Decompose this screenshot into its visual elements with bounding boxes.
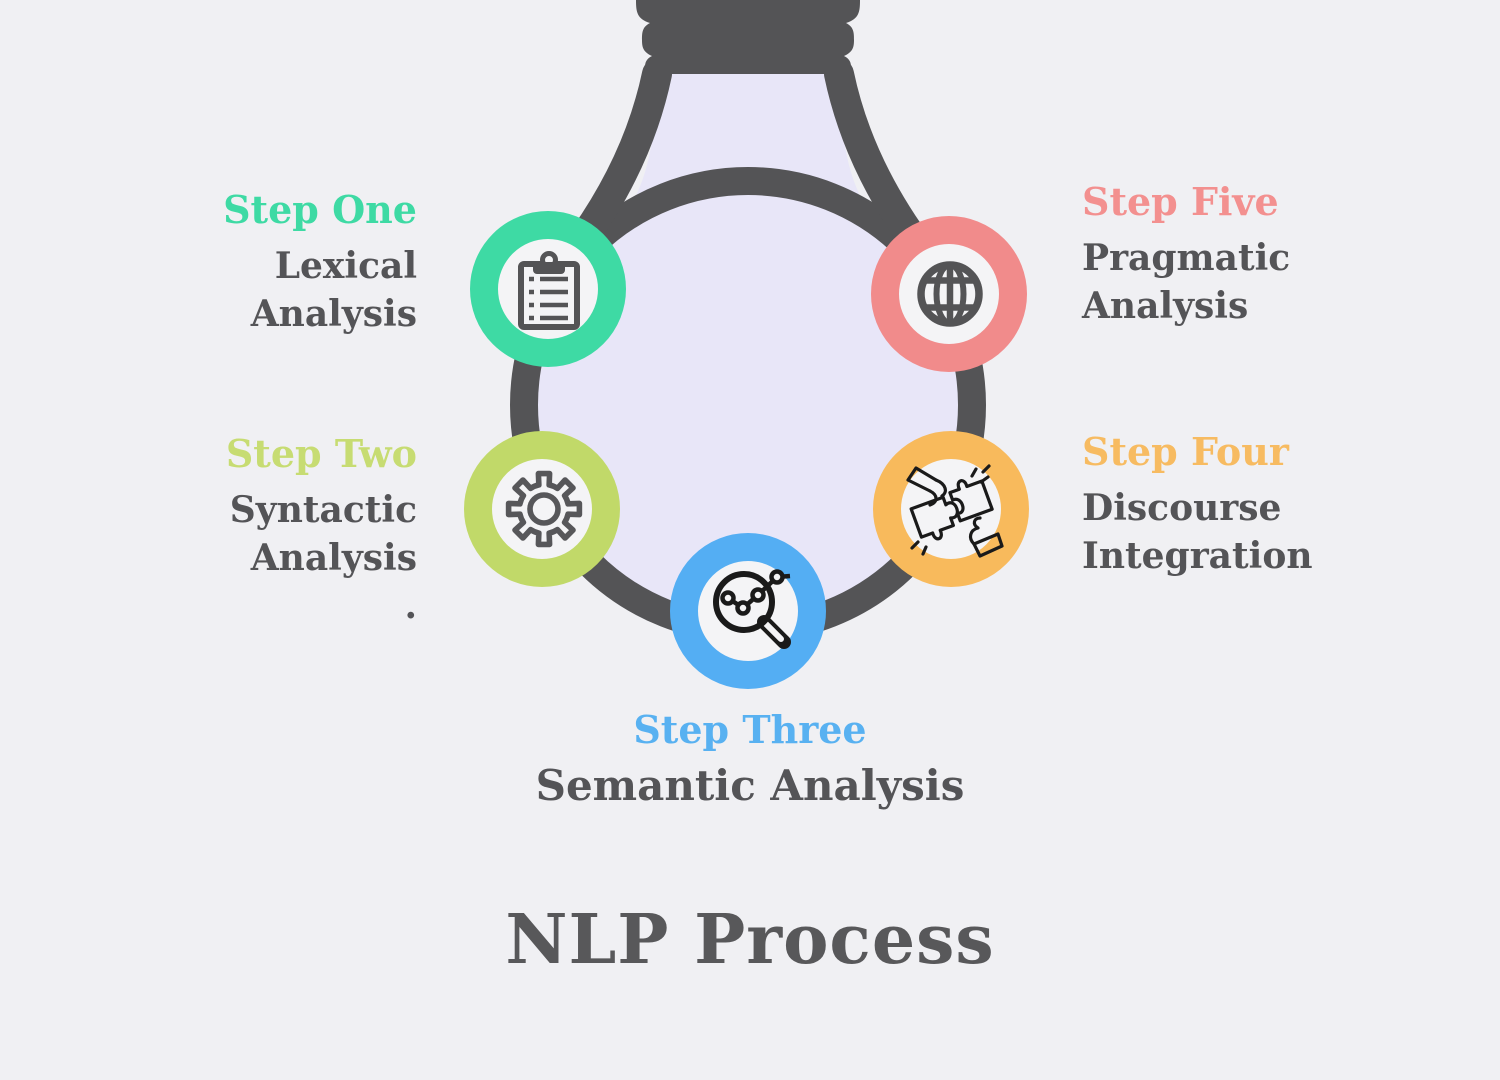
step-three-title: Semantic Analysis [535,761,965,810]
bulb-glass-interior [536,193,960,617]
step-two-text-block: Step Two Syntactic Analysis . [87,432,417,630]
step-four-text-block: Step Four Discourse Integration [1082,430,1462,580]
step-two-label: Step Two [225,431,417,476]
step-three-text-block: Step Three Semantic Analysis [2,708,1498,812]
step-five-title: Pragmatic Analysis [1082,237,1291,327]
gear-icon [505,470,583,548]
bulb-neck-right-edge [824,59,937,266]
step-one-node [470,211,626,367]
bulb-screw-cap [636,0,860,74]
magnifier-chart-icon [713,569,791,649]
step-two-title: Syntactic Analysis . [229,489,417,627]
step-one-label: Step One [223,187,417,232]
puzzle-hands-icon [906,464,1004,558]
step-three-label: Step Three [633,707,867,752]
step-five-label: Step Five [1082,179,1279,224]
page-title: NLP Process [505,900,995,980]
clipboard-checklist-icon [518,251,580,330]
globe-icon [917,261,983,327]
step-four-title: Discourse Integration [1082,487,1313,577]
step-two-node [464,431,620,587]
step-one-text-block: Step One Lexical Analysis [87,188,417,338]
step-four-node [873,431,1029,587]
step-five-text-block: Step Five Pragmatic Analysis [1082,180,1442,330]
step-one-title: Lexical Analysis [250,245,417,335]
step-four-label: Step Four [1082,429,1289,474]
